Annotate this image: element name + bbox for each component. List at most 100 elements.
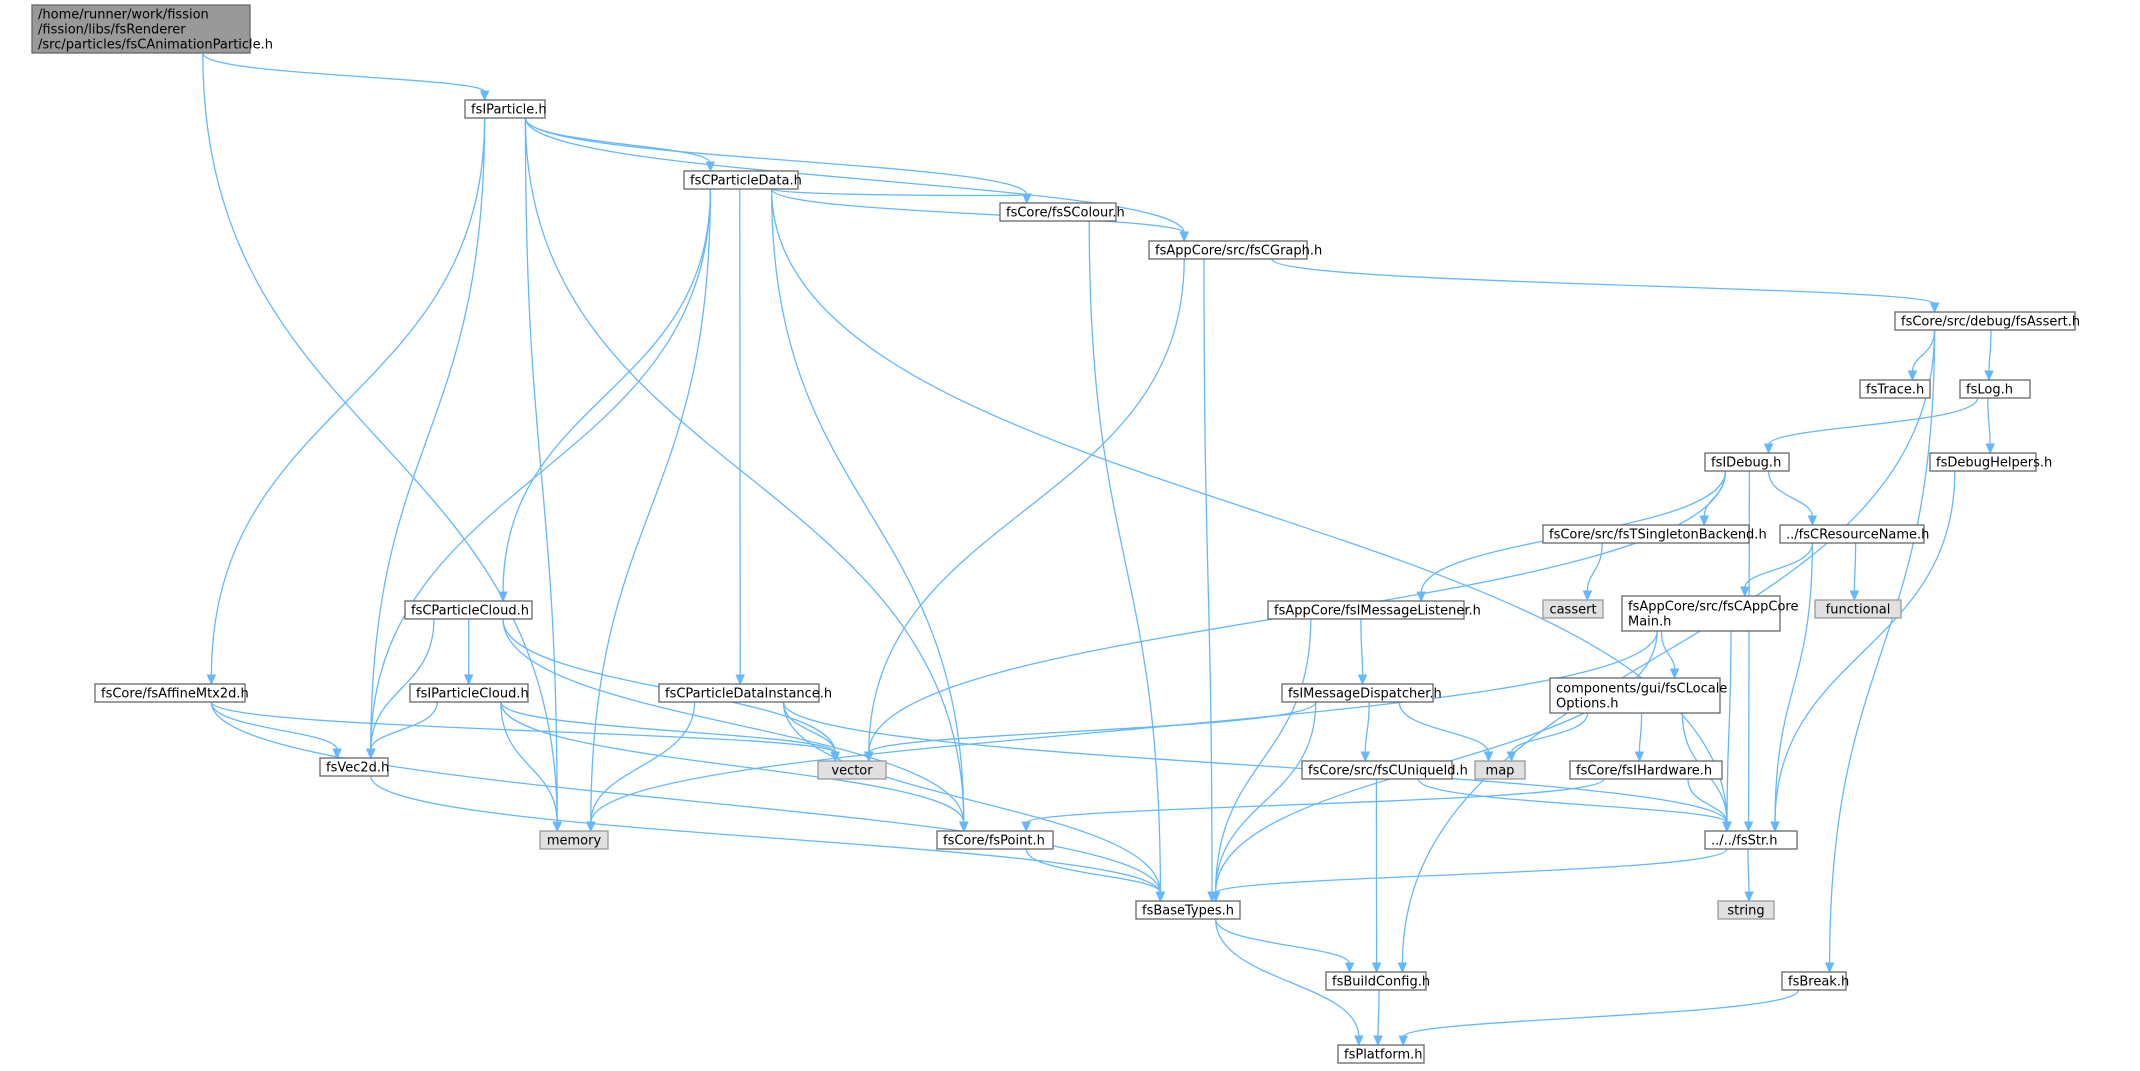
node-box (1929, 452, 2037, 472)
node-label: cassert (1549, 603, 1596, 618)
node-box (409, 683, 529, 703)
edge-fsCAppCoreMain-to-fsCLocaleOptions (1660, 630, 1680, 680)
node-fsPlatform[interactable]: fsPlatform.h (1337, 1044, 1425, 1064)
node-label: components/gui/fsCLocale (1556, 682, 1727, 697)
node-string[interactable]: string (1717, 900, 1775, 920)
node-label: fsBuildConfig.h (1332, 975, 1430, 990)
node-fsIParticleCloud[interactable]: fsIParticleCloud.h (409, 683, 529, 703)
edge-fsTSingleton-to-cassert (1582, 542, 1603, 602)
node-box (464, 99, 546, 119)
node-fsBaseTypes[interactable]: fsBaseTypes.h (1135, 900, 1241, 920)
node-label: fsIMessageDispatcher.h (1288, 687, 1442, 702)
node-fsVec2d[interactable]: fsVec2d.h (319, 757, 389, 777)
node-fsIDebug[interactable]: fsIDebug.h (1704, 452, 1790, 472)
node-label: fsBaseTypes.h (1142, 904, 1234, 919)
node-label: /fission/libs/fsRenderer (38, 23, 186, 38)
edge-fsCParticleData-to-fsStr (770, 188, 1732, 833)
node-label: string (1727, 904, 1764, 919)
edge-fsBuildConfig-to-fsPlatform (1373, 989, 1383, 1047)
edge-fsIParticleCloud-to-memory (500, 701, 562, 833)
node-box (1704, 830, 1798, 850)
node-fsSColour[interactable]: fsCore/fsSColour.h (999, 202, 1125, 222)
node-vector[interactable]: vector (817, 760, 887, 780)
node-label: fsVec2d.h (326, 761, 389, 776)
node-fsCGraph[interactable]: fsAppCore/src/fsCGraph.h (1148, 240, 1322, 260)
edge-fsIMessageDispatcher-to-vector (864, 701, 1317, 763)
edge-fsIMessageDispatcher-to-fsCUniqueId (1360, 701, 1371, 763)
node-fsDebugHelpers[interactable]: fsDebugHelpers.h (1929, 452, 2052, 472)
edge-fsLog-to-fsDebugHelpers (1985, 397, 1995, 455)
node-box (1569, 760, 1723, 780)
node-label: fsTrace.h (1866, 383, 1924, 398)
node-fsLog[interactable]: fsLog.h (1959, 379, 2031, 399)
node-box (1474, 760, 1526, 780)
node-functional[interactable]: functional (1814, 599, 1902, 619)
edge-root-to-fsIParticle (202, 52, 490, 102)
node-box (936, 830, 1054, 850)
node-label: fsCore/fsPoint.h (943, 834, 1045, 849)
node-map[interactable]: map (1474, 760, 1526, 780)
node-label: memory (547, 834, 602, 849)
node-fsIParticle[interactable]: fsIParticle.h (464, 99, 547, 119)
node-box (1859, 379, 1931, 399)
node-fsTSingleton[interactable]: fsCore/src/fsTSingletonBackend.h (1542, 524, 1767, 544)
node-fsCResourceName[interactable]: ../fsCResourceName.h (1779, 524, 1929, 544)
node-fsIMessageListener[interactable]: fsAppCore/fsIMessageListener.h (1267, 600, 1481, 620)
node-box (1549, 677, 1721, 714)
edge-fsIParticle-to-fsCParticleData (524, 117, 716, 173)
node-box (1779, 524, 1925, 544)
edge-fsBaseTypes-to-fsPlatform (1214, 918, 1364, 1047)
edge-fsCGraph-to-vector (864, 258, 1185, 763)
node-fsTrace[interactable]: fsTrace.h (1859, 379, 1931, 399)
node-box (1621, 595, 1781, 632)
edge-fsIMessageDispatcher-to-fsBaseTypes (1210, 701, 1317, 903)
node-label: fsAppCore/src/fsCGraph.h (1155, 244, 1322, 259)
node-memory[interactable]: memory (539, 830, 609, 850)
node-label: fsCore/fsAffineMtx2d.h (101, 687, 249, 702)
node-fsBuildConfig[interactable]: fsBuildConfig.h (1325, 971, 1430, 991)
node-fsIHardware[interactable]: fsCore/fsIHardware.h (1569, 760, 1723, 780)
edge-fsCAppCoreMain-to-memory (586, 630, 1658, 833)
node-box (658, 683, 820, 703)
node-fsAssert[interactable]: fsCore/src/debug/fsAssert.h (1894, 311, 2080, 331)
node-fsCParticleCloud[interactable]: fsCParticleCloud.h (404, 600, 533, 620)
node-label: map (1486, 764, 1515, 779)
node-fsBreak[interactable]: fsBreak.h (1781, 971, 1849, 991)
node-fsCParticleData[interactable]: fsCParticleData.h (683, 170, 802, 190)
node-fsCParticleDataInstance[interactable]: fsCParticleDataInstance.h (658, 683, 832, 703)
edge-fsCUniqueId-to-fsStr (1417, 778, 1732, 833)
node-box (1542, 524, 1750, 544)
node-cassert[interactable]: cassert (1542, 599, 1604, 619)
node-box (1301, 760, 1453, 780)
node-box (31, 4, 251, 54)
node-label: fsCParticleCloud.h (411, 604, 529, 619)
node-label: fsIParticle.h (471, 103, 547, 118)
node-label: fsDebugHelpers.h (1936, 456, 2052, 471)
edge-fsIMessageListener-to-fsIMessageDispatcher (1357, 618, 1368, 686)
edge-fsStr-to-fsBaseTypes (1210, 848, 1728, 903)
edge-fsIParticleCloud-to-fsVec2d (366, 701, 438, 760)
node-box (1959, 379, 2031, 399)
node-fsCUniqueId[interactable]: fsCore/src/fsCUniqueId.h (1301, 760, 1468, 780)
node-label: fsCore/src/debug/fsAssert.h (1901, 315, 2080, 330)
edge-fsIDebug-to-fsCResourceName (1767, 470, 1818, 527)
edge-fsIParticleCloud-to-fsPoint (500, 701, 969, 833)
node-box (1135, 900, 1241, 920)
node-fsStr[interactable]: ../../fsStr.h (1704, 830, 1798, 850)
edge-fsCParticleCloud-to-fsIParticleCloud (463, 618, 474, 686)
edge-fsCParticleDataInstance-to-memory (586, 701, 696, 833)
edge-fsCParticleDataInstance-to-vector (782, 701, 840, 763)
node-box (1781, 971, 1847, 991)
node-fsIMessageDispatcher[interactable]: fsIMessageDispatcher.h (1281, 683, 1442, 703)
node-box (1148, 240, 1308, 260)
node-fsAffineMtx2d[interactable]: fsCore/fsAffineMtx2d.h (94, 683, 249, 703)
edge-fsIParticle-to-memory (524, 117, 562, 833)
node-box (1337, 1044, 1425, 1064)
edge-fsIMessageDispatcher-to-map (1398, 701, 1494, 763)
node-fsPoint[interactable]: fsCore/fsPoint.h (936, 830, 1054, 850)
edge-fsCParticleData-to-fsSColour (770, 188, 1032, 205)
node-box (1814, 599, 1902, 619)
